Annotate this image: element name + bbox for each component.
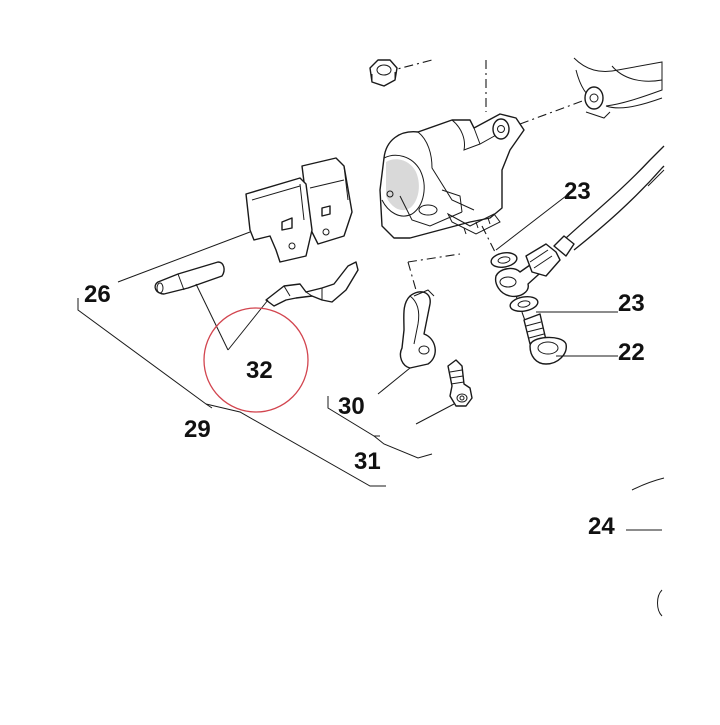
callout-23-lower: 23 bbox=[618, 290, 645, 317]
group-brackets bbox=[77, 298, 665, 617]
highlight-circle bbox=[203, 307, 309, 413]
leader-lines bbox=[117, 195, 662, 531]
caliper-bracket-30 bbox=[399, 289, 436, 369]
callout-31: 31 bbox=[354, 448, 381, 475]
brake-hose bbox=[525, 145, 665, 277]
bleed-screw bbox=[447, 359, 473, 407]
upper-bracket bbox=[573, 57, 663, 119]
nut bbox=[369, 59, 398, 87]
banjo-bolt bbox=[523, 313, 567, 365]
callout-26: 26 bbox=[84, 281, 111, 308]
callout-22: 22 bbox=[618, 339, 645, 366]
callout-29: 29 bbox=[184, 416, 211, 443]
guide-pin bbox=[154, 261, 225, 295]
callout-23-upper: 23 bbox=[564, 178, 591, 205]
pad-spring bbox=[265, 261, 359, 307]
brake-pad-front bbox=[245, 177, 313, 263]
lower-washer bbox=[509, 295, 539, 313]
callout-24: 24 bbox=[588, 513, 615, 540]
caliper-body bbox=[379, 113, 525, 239]
callout-32: 32 bbox=[246, 357, 273, 384]
callout-30: 30 bbox=[338, 393, 365, 420]
brake-pad-rear bbox=[301, 157, 353, 245]
upper-washer bbox=[490, 252, 518, 268]
